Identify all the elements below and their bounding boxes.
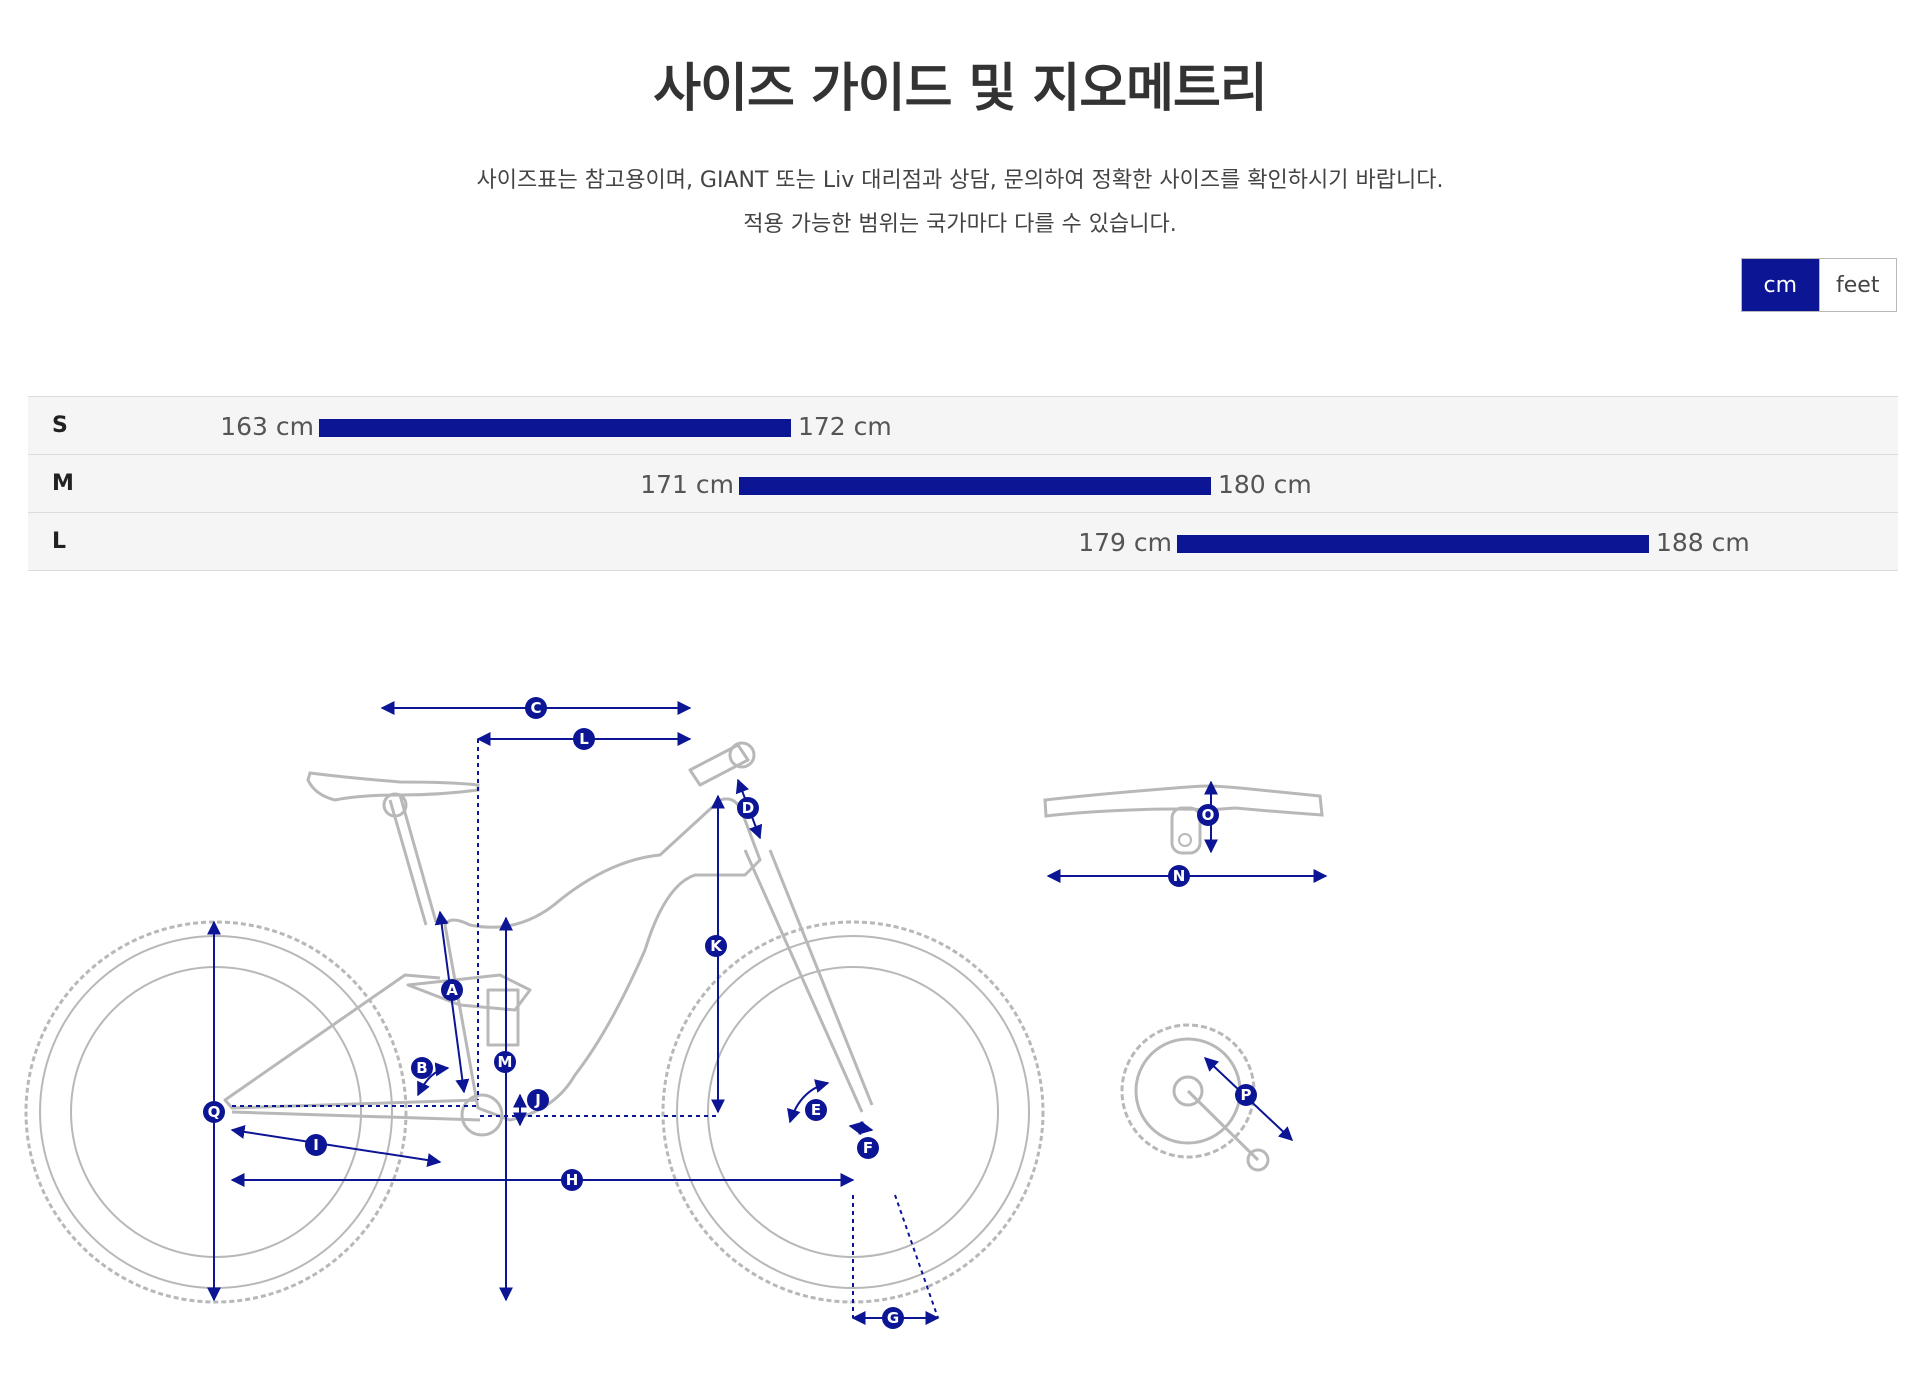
size-label: M [52, 471, 74, 496]
label-g: G [882, 1307, 904, 1329]
label-c: C [525, 697, 547, 719]
label-b: B [411, 1057, 433, 1079]
unit-cm-button[interactable]: cm [1742, 259, 1819, 311]
size-row-s: S 163 cm 172 cm [28, 396, 1898, 454]
svg-text:E: E [811, 1101, 821, 1119]
size-row-l: L 179 cm 188 cm [28, 512, 1898, 571]
size-label: L [52, 529, 67, 554]
label-i: I [305, 1134, 327, 1156]
svg-text:O: O [1202, 806, 1215, 824]
svg-text:L: L [579, 730, 589, 748]
size-label: S [52, 413, 68, 438]
label-k: K [705, 935, 727, 957]
handlebar-diagram [1043, 780, 1328, 883]
bike-geometry-diagram: A B C D E F G H I J K L M N O P Q [24, 697, 1328, 1329]
saddle [306, 771, 480, 802]
range-min: 171 cm [640, 470, 734, 499]
range-min: 163 cm [220, 412, 314, 441]
size-range-table: S 163 cm 172 cm M 171 cm 180 cm L 179 cm… [28, 396, 1898, 571]
unit-toggle: cm feet [1741, 258, 1897, 312]
svg-text:K: K [710, 937, 723, 955]
label-o: O [1197, 804, 1219, 826]
label-q: Q [203, 1101, 225, 1123]
range-max: 180 cm [1218, 470, 1312, 499]
range-max: 188 cm [1656, 528, 1750, 557]
svg-text:M: M [498, 1053, 513, 1071]
svg-text:G: G [887, 1309, 899, 1327]
svg-text:C: C [530, 699, 541, 717]
svg-text:J: J [534, 1091, 541, 1109]
label-n: N [1168, 865, 1190, 887]
svg-text:P: P [1241, 1086, 1252, 1104]
label-h: H [561, 1169, 583, 1191]
range-bar [1177, 535, 1649, 553]
svg-text:H: H [566, 1171, 579, 1189]
range-min: 179 cm [1078, 528, 1172, 557]
geometry-labels: A B C D E F G H I J K L M N O P Q [203, 697, 1257, 1329]
range-bar [319, 419, 791, 437]
svg-text:F: F [863, 1139, 873, 1157]
label-m: M [494, 1051, 516, 1073]
label-j: J [527, 1089, 549, 1111]
svg-text:I: I [313, 1136, 319, 1154]
size-row-m: M 171 cm 180 cm [28, 454, 1898, 512]
svg-text:N: N [1173, 867, 1186, 885]
label-e: E [805, 1099, 827, 1121]
page-title: 사이즈 가이드 및 지오메트리 [653, 59, 1267, 119]
svg-text:A: A [446, 981, 458, 999]
range-bar [739, 477, 1211, 495]
label-p: P [1235, 1084, 1257, 1106]
bike-frame [223, 741, 874, 1137]
label-l: L [573, 728, 595, 750]
description-line-2: 적용 가능한 범위는 국가마다 다를 수 있습니다. [743, 212, 1177, 237]
label-f: F [857, 1137, 879, 1159]
svg-text:Q: Q [208, 1103, 221, 1121]
description-line-1: 사이즈표는 참고용이며, GIANT 또는 Liv 대리점과 상담, 문의하여 … [476, 168, 1444, 193]
svg-text:B: B [416, 1059, 427, 1077]
unit-feet-button[interactable]: feet [1818, 259, 1896, 311]
svg-text:D: D [742, 799, 754, 817]
range-max: 172 cm [798, 412, 892, 441]
label-d: D [737, 797, 759, 819]
label-a: A [441, 979, 463, 1001]
crankset-diagram [1120, 1023, 1294, 1172]
